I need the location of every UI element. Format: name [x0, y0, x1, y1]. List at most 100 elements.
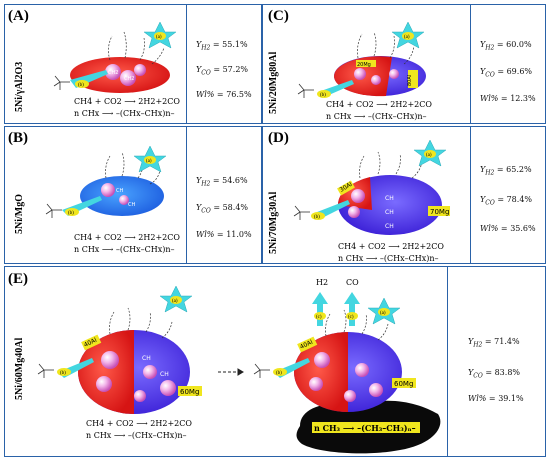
panel-a-reaction-2: n CHx ⟶ –(CHx–CHx)n–	[74, 109, 174, 118]
ni-particle	[119, 195, 129, 205]
yco-sub: CO	[201, 69, 211, 77]
panel-a-label: (A)	[8, 8, 29, 24]
yh2-sub: H2	[485, 44, 495, 52]
panel-c-divider	[470, 4, 471, 124]
panel-b-site-a-label: (a)	[146, 159, 152, 164]
panel-e-left-site-a	[170, 296, 182, 304]
yco-sub: CO	[485, 71, 495, 79]
panel-a-ni-particles	[105, 64, 146, 86]
panel-e-left-mg-tag	[178, 386, 202, 396]
panel-b-reaction-1: CH4 + CO2 ⟶ 2H2+2CO	[74, 233, 180, 242]
panel-b-wl: Wl% = 11.0%	[196, 230, 252, 239]
panel-d-dashed-bonds	[359, 151, 423, 179]
ch-label: CH	[142, 355, 151, 362]
panel-a-yco: YCO = 57.2%	[196, 65, 249, 77]
panel-e-right-site-b-label: (b)	[276, 371, 282, 376]
panel-c-yh2: YH2 = 60.0%	[480, 40, 532, 52]
yco-symbol: Y	[468, 368, 474, 377]
panel-a-wl-value: 76.5%	[226, 90, 252, 99]
panel-a-yco-value: 57.2%	[222, 65, 249, 74]
panel-b-divider	[186, 126, 187, 264]
panel-d-site-b-label: (b)	[314, 215, 320, 220]
panel-e-site-c-2-label: (c)	[348, 315, 354, 320]
yh2-symbol: Y	[480, 40, 486, 49]
panel-a-yh2-value: 55.1%	[222, 40, 248, 49]
panel-d-reaction-2: n CHx ⟶ –(CHx–CHx)n–	[338, 254, 438, 263]
panel-e-left-site-a-label: (a)	[172, 299, 178, 304]
panel-c-site-b	[317, 90, 331, 98]
panel-d-label: (D)	[268, 130, 289, 146]
panel-e-reaction-1: CH4 + CO2 ⟶ 2H2+2CO	[86, 419, 192, 428]
panel-d-ch-labels: CH CH CH	[385, 195, 394, 230]
wl-symbol: Wl%	[468, 394, 487, 403]
panel-c-schematic: 20Mg 80Al (b) (a) CH4 + CO2 ⟶ 2H2+2CO n …	[297, 21, 432, 121]
panel-b-reaction-2: n CHx ⟶ –(CHx–CHx)n–	[74, 245, 174, 254]
panel-d-yh2: YH2 = 65.2%	[480, 165, 532, 177]
panel-e-divider	[447, 266, 448, 457]
yh2-sub: H2	[473, 341, 483, 349]
panel-e-co-label: CO	[346, 278, 359, 287]
yco-sub: CO	[485, 199, 495, 207]
ni-particle	[134, 390, 146, 402]
panel-d-al-tag	[337, 180, 355, 196]
panel-b-methyl	[45, 203, 62, 218]
panel-e-right-al-tag	[297, 336, 318, 353]
yh2-sub: H2	[485, 169, 495, 177]
panel-e-reaction-2: n CHx ⟶ –(CHx–CHx)n–	[86, 431, 186, 440]
ch-label: CH2	[124, 76, 134, 82]
panel-d-site-a-label: (a)	[426, 153, 432, 158]
panel-e-left-dashed-bonds	[109, 307, 173, 339]
panel-b-wl-value: 11.0%	[226, 230, 252, 239]
ni-particle	[344, 390, 356, 402]
panel-a-schematic: (b) (a) CH2 CH2 CH4 + CO2 ⟶ 2H2+2CO n CH…	[53, 21, 180, 118]
ni-particle	[120, 70, 136, 86]
panel-d-schematic: 30Al 70Mg CH CH CH (b) (a) CH4 + CO2 ⟶ 2…	[293, 139, 450, 263]
panel-e-wl-value: 39.1%	[498, 394, 524, 403]
panel-a-divider	[186, 4, 187, 124]
panel-e-frame	[4, 266, 546, 457]
ch-label: CH	[385, 209, 394, 216]
yco-symbol: Y	[480, 67, 486, 76]
yco-sub: CO	[201, 207, 211, 215]
yh2-symbol: Y	[196, 176, 202, 185]
panel-c-label: (C)	[268, 8, 289, 24]
panel-b-site-a	[144, 156, 156, 164]
panel-e-yco: YCO = 83.8%	[468, 368, 521, 380]
ch-label: CH	[385, 195, 394, 202]
panel-e-label: (E)	[8, 271, 28, 287]
ni-particle	[101, 351, 119, 369]
panel-e-yco-value: 83.8%	[494, 368, 521, 377]
panel-c-wl-value: 12.3%	[510, 94, 536, 103]
panel-e-right-site-b	[273, 368, 287, 376]
panel-b-schematic: (b) (a) CH CH CH4 + CO2 ⟶ 2H2+2CO n CHx …	[45, 145, 180, 254]
panel-e-wl: Wl% = 39.1%	[468, 394, 524, 403]
panel-d-yh2-value: 65.2%	[506, 165, 532, 174]
ch-label: CH	[116, 188, 123, 194]
panel-e-right-site-a	[378, 308, 390, 316]
ni-particle	[96, 376, 112, 392]
panel-e-right-schematic: 40Al 60Mg (b) H2 CO (c) (c) (a)	[253, 278, 441, 454]
ni-particle	[389, 69, 399, 79]
panel-c-al-tag	[356, 60, 376, 67]
ni-particle	[314, 352, 330, 368]
panel-b-frame	[4, 126, 262, 264]
panel-e-left-al-tag	[81, 334, 102, 351]
panel-e-site-c-1	[314, 312, 326, 320]
panel-e-left-mg-label: 60Mg	[180, 388, 199, 396]
yh2-symbol: Y	[468, 337, 474, 346]
panel-e-h2-label: H2	[316, 278, 328, 287]
yh2-symbol: Y	[196, 40, 202, 49]
panel-e-site-c-1-label: (c)	[316, 315, 322, 320]
panel-c-wl: Wl% = 12.3%	[480, 94, 536, 103]
panel-a-frame	[4, 4, 262, 124]
yco-symbol: Y	[196, 203, 202, 212]
panel-c-dashed-bonds	[357, 31, 415, 65]
ni-particle	[371, 75, 381, 85]
panel-e-co-arrow	[344, 292, 360, 326]
panel-c-reaction-1: CH4 + CO2 ⟶ 2H2+2CO	[326, 100, 432, 109]
panel-e-yh2: YH2 = 71.4%	[468, 337, 520, 349]
yh2-symbol: Y	[480, 165, 486, 174]
yco-sub: CO	[473, 372, 483, 380]
ni-particle	[143, 365, 157, 379]
